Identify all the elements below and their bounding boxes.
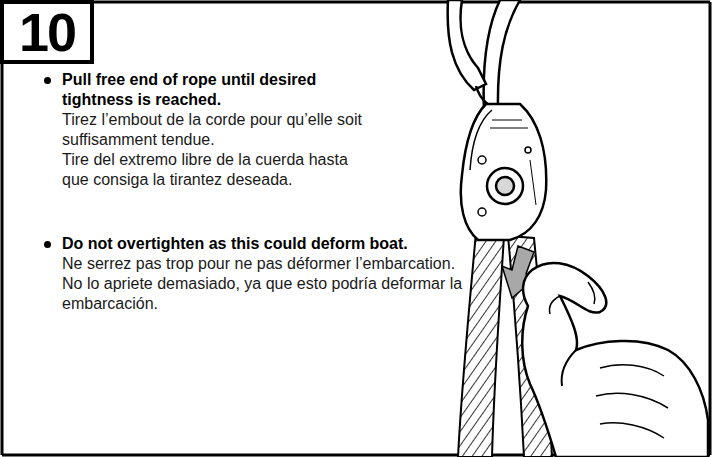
warning-es: No lo apriete demasiado, ya que esto pod…	[62, 274, 474, 314]
step-number: 10	[19, 5, 75, 59]
step-number-box: 10	[0, 0, 94, 64]
bullet	[44, 241, 51, 248]
warning-en: Do not overtighten as this could deform …	[62, 234, 482, 254]
instruction-es: Tire del extremo libre de la cuerda hast…	[62, 150, 372, 190]
warning-fr: Ne serrez pas trop pour ne pas déformer …	[62, 254, 482, 274]
bullet	[44, 77, 51, 84]
hand	[522, 263, 708, 457]
instruction-en: Pull free end of rope until desired tigh…	[62, 70, 372, 110]
ratchet-pulley	[461, 104, 546, 240]
instruction-fr: Tirez l’embout de la corde pour qu’elle …	[62, 110, 372, 150]
hook	[448, 0, 520, 110]
